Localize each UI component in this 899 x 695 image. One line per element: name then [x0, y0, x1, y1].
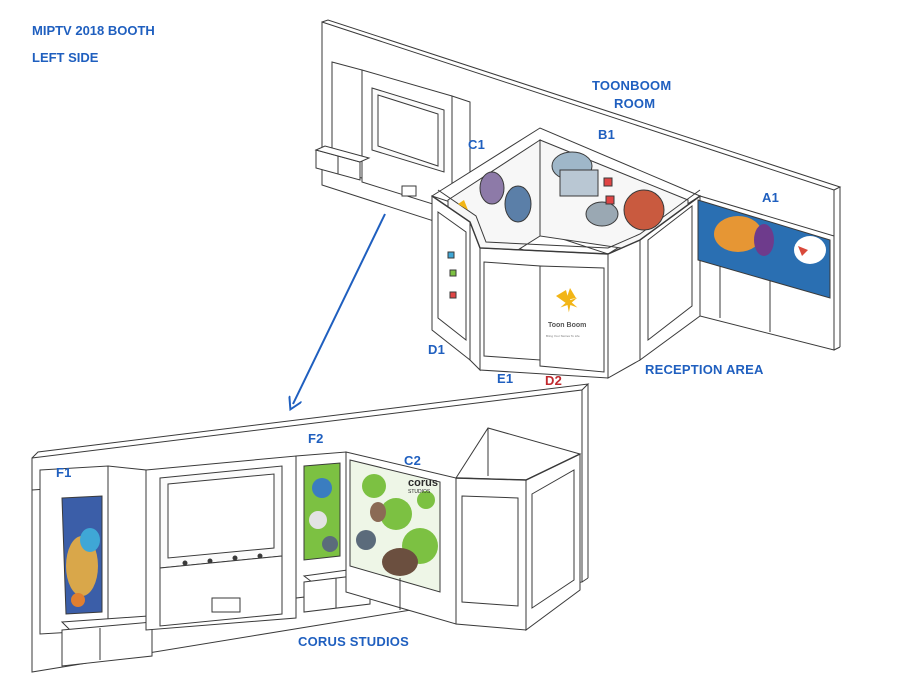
toon-boom-star-icon: ✶	[558, 288, 580, 318]
lower-screen-unit	[145, 455, 297, 631]
diagram-subtitle: LEFT SIDE	[32, 50, 99, 65]
label-a1: A1	[762, 190, 780, 205]
c2-corus-panel	[345, 451, 457, 625]
diagram-title: MIPTV 2018 BOOTH	[32, 23, 155, 38]
corus-logo-graphic: corus STUDIOS	[408, 477, 442, 496]
corus-logo-sub: STUDIOS	[408, 489, 431, 495]
label-toonboom-room-line1: TOONBOOM	[592, 78, 672, 93]
label-reception-area: RECEPTION AREA	[645, 362, 764, 377]
label-toonboom-room-line2: ROOM	[614, 96, 656, 111]
upper-screen-unit	[314, 61, 471, 216]
view-arrow	[293, 213, 386, 404]
label-c1: C1	[468, 137, 486, 152]
toon-boom-tagline: Bring Your Stories To Life	[546, 334, 580, 338]
toon-boom-logo-graphic: ✶ Toon Boom Bring Your Stories To Life	[546, 290, 602, 352]
label-e1: E1	[497, 371, 514, 386]
label-f2: F2	[308, 431, 324, 446]
label-f1: F1	[56, 465, 72, 480]
corus-logo-text: corus	[408, 477, 438, 489]
f1-panel	[39, 465, 158, 667]
toon-boom-logo-text: Toon Boom	[548, 322, 587, 329]
label-d2: D2	[545, 373, 563, 388]
a1-wall	[697, 195, 835, 351]
lower-room-structure	[455, 427, 582, 631]
label-b1: B1	[598, 127, 616, 142]
label-c2: C2	[404, 453, 422, 468]
toonboom-room-graphics	[447, 151, 665, 306]
label-d1: D1	[428, 342, 446, 357]
label-corus-studios: CORUS STUDIOS	[298, 634, 409, 649]
